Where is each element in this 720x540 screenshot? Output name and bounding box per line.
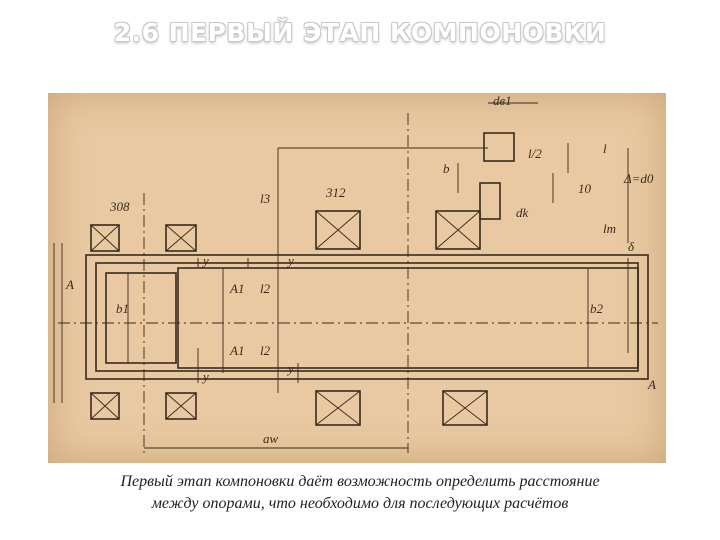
label-lt: lт	[603, 221, 616, 236]
slide-title: 2.6 ПЕРВЫЙ ЭТАП КОМПОНОВКИ	[113, 18, 607, 47]
caption: Первый этап компоновки даёт возможность …	[20, 471, 700, 515]
label-y-bottom: y	[201, 369, 209, 384]
label-dv1: dв1	[493, 93, 512, 108]
bearing-312-top-right	[435, 210, 481, 250]
output-shaft-end	[483, 132, 515, 162]
label-y-mid: y	[286, 253, 294, 268]
label-l: l	[603, 141, 607, 156]
label-delta: δ	[628, 239, 635, 254]
label-y-top: y	[201, 253, 209, 268]
label-b: b	[443, 161, 450, 176]
pinion-rect	[105, 272, 177, 364]
label-b2: b2	[590, 301, 604, 316]
label-l3: l3	[260, 191, 271, 206]
output-shaft-step	[479, 182, 501, 220]
bearing-308-top-left	[90, 224, 120, 252]
label-b1: b1	[116, 301, 129, 316]
label-bearing-308: 308	[109, 199, 130, 214]
label-y-bottom-2: y	[286, 361, 294, 376]
bearing-312-bottom-left	[315, 390, 361, 426]
caption-line-1: Первый этап компоновки даёт возможность …	[120, 473, 600, 490]
label-a-right: A	[647, 377, 656, 392]
bearing-308-bottom-left	[90, 392, 120, 420]
label-a1-top: A1	[229, 281, 244, 296]
label-bearing-312: 312	[325, 185, 346, 200]
bearing-312-bottom-right	[442, 390, 488, 426]
label-l-half: l/2	[528, 146, 542, 161]
bearing-308-bottom-right	[165, 392, 197, 420]
label-10: 10	[578, 181, 592, 196]
layout-drawing: 308 312 aw l3 l2 l2 l/2 l 10 Δ=d0 lт b1 …	[48, 93, 666, 463]
label-aw: aw	[263, 431, 279, 446]
housing-outer	[85, 254, 649, 380]
bearing-308-top-right	[165, 224, 197, 252]
label-l2-top: l2	[260, 281, 271, 296]
technical-drawing-svg: 308 312 aw l3 l2 l2 l/2 l 10 Δ=d0 lт b1 …	[53, 93, 658, 453]
label-a-left: A	[65, 277, 74, 292]
label-a1-bottom: A1	[229, 343, 244, 358]
caption-line-2: между опорами, что необходимо для послед…	[151, 495, 569, 512]
label-dk: dk	[516, 205, 529, 220]
bearing-312-top-left	[315, 210, 361, 250]
label-l2-bottom: l2	[260, 343, 271, 358]
label-delta-d0: Δ=d0	[623, 171, 654, 186]
